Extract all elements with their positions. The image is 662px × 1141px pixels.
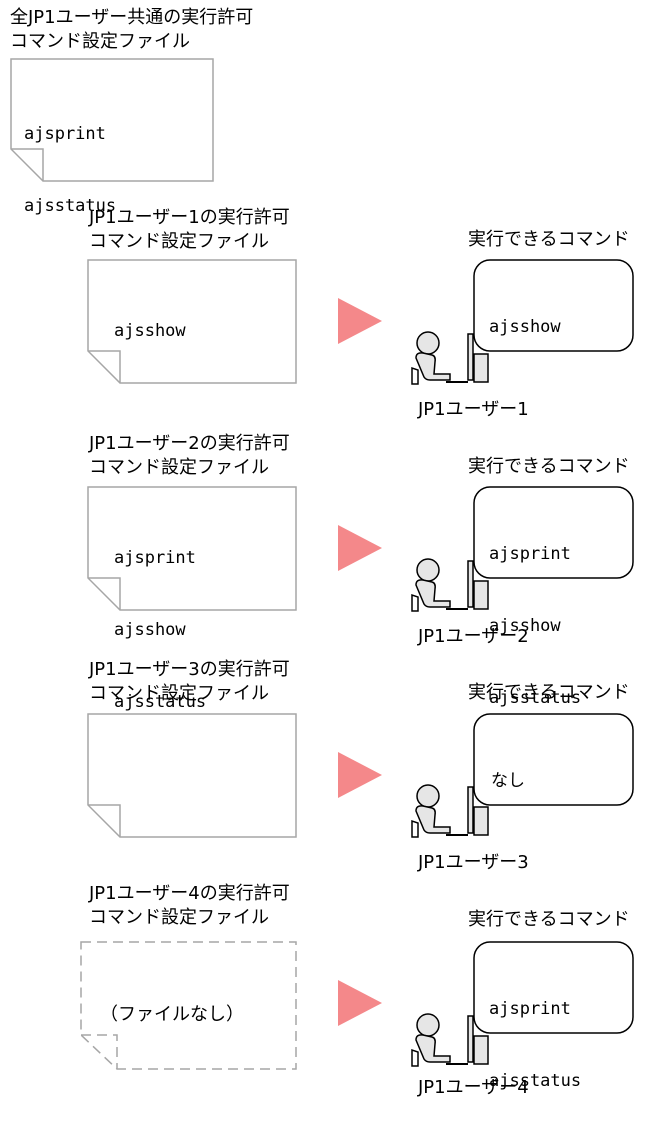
file-command: ajsshow (114, 620, 186, 640)
file-command: ajsshow (114, 321, 186, 341)
exec-label: 実行できるコマンド (468, 229, 630, 250)
file-command: （ファイルなし） (100, 1004, 244, 1025)
file-command: ajsstatus (114, 692, 207, 712)
exec-label: 実行できるコマンド (468, 456, 630, 477)
user-at-computer-icon (410, 557, 492, 613)
exec-command: ajsstatus (489, 688, 582, 708)
document-shape (80, 941, 297, 1070)
exec-command: ajsshow (489, 317, 561, 337)
permission-file-document: ajsprint ajsshow ajsstatus (87, 486, 297, 712)
user-name: JP1ユーザー2 (418, 626, 529, 647)
document-shape (87, 713, 297, 838)
user-at-computer-icon (410, 1012, 492, 1068)
executable-commands-bubble: なし (473, 713, 634, 806)
permission-file-document: ajsshow (87, 259, 297, 384)
arrow-icon (338, 298, 384, 344)
user-name: JP1ユーザー3 (418, 852, 529, 873)
arrow-icon (338, 525, 384, 571)
exec-command: ajsprint (489, 544, 571, 564)
arrow-icon (338, 752, 384, 798)
common-file-document: ajsprint ajsstatus (10, 58, 214, 216)
exec-label: 実行できるコマンド (468, 682, 630, 703)
common-file-title: 全JP1ユーザー共通の実行許可 コマンド設定ファイル (10, 7, 254, 52)
exec-label: 実行できるコマンド (468, 909, 630, 930)
file-title: JP1ユーザー3の実行許可 コマンド設定ファイル (89, 659, 290, 704)
missing-file-document: （ファイルなし） (80, 941, 297, 1070)
exec-command: ajsprint (489, 999, 571, 1019)
executable-commands-bubble: ajsprint ajsstatus (473, 941, 634, 1091)
arrow-icon (338, 980, 384, 1026)
user-name: JP1ユーザー4 (418, 1077, 529, 1098)
exec-command: ajsstatus (489, 1071, 582, 1091)
user-at-computer-icon (410, 330, 492, 386)
user-name: JP1ユーザー1 (418, 399, 529, 420)
user-at-computer-icon (410, 783, 492, 839)
file-command: ajsprint (114, 548, 196, 568)
file-title: JP1ユーザー2の実行許可 コマンド設定ファイル (89, 433, 290, 478)
file-title: JP1ユーザー1の実行許可 コマンド設定ファイル (89, 207, 290, 252)
executable-commands-bubble: ajsshow (473, 259, 634, 352)
executable-commands-bubble: ajsprint ajsshow ajsstatus (473, 486, 634, 708)
document-shape (87, 259, 297, 384)
exec-command: ajsshow (489, 616, 561, 636)
exec-command: なし (491, 771, 525, 791)
permission-file-document (87, 713, 297, 838)
common-command: ajsprint (24, 124, 106, 144)
common-command: ajsstatus (24, 196, 117, 216)
document-shape (87, 486, 297, 611)
document-shape (10, 58, 214, 182)
file-title: JP1ユーザー4の実行許可 コマンド設定ファイル (89, 883, 290, 928)
